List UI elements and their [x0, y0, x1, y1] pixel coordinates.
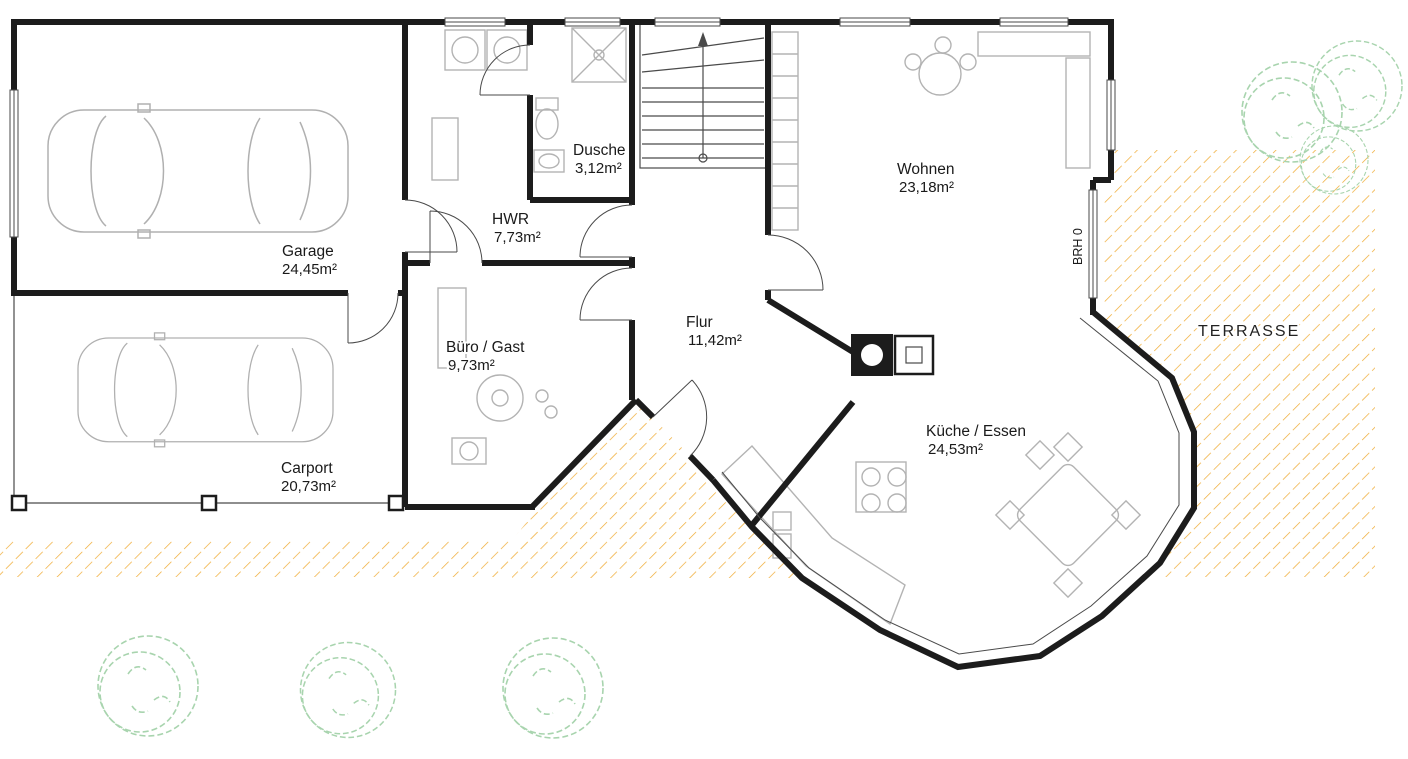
- buero-room-label: Büro / Gast: [446, 339, 525, 356]
- carport-structure: [10, 296, 405, 512]
- dusche-area-label: 3,12m²: [575, 160, 622, 177]
- furniture: [431, 27, 1142, 626]
- hwr-area-label: 7,73m²: [494, 229, 541, 246]
- garage-area-label: 24,45m²: [282, 261, 337, 278]
- wohnen-room-label: Wohnen: [897, 161, 954, 178]
- terrace-label: TERRASSE: [1198, 323, 1300, 340]
- buero-area-label: 9,73m²: [448, 357, 495, 374]
- doors: [347, 44, 824, 457]
- wohnen-area-label: 23,18m²: [899, 179, 954, 196]
- tree-icon: [502, 637, 604, 739]
- building-floor: [14, 22, 1194, 667]
- flur-room-label: Flur: [686, 314, 713, 331]
- chimney: [851, 334, 935, 376]
- tree-icon: [1311, 40, 1403, 132]
- hwr-room-label: HWR: [492, 211, 529, 228]
- carport-car: [77, 332, 334, 448]
- sill-height-annotation: BRH 0: [1071, 228, 1085, 265]
- garage-room-label: Garage: [282, 243, 334, 260]
- flur-area-label: 11,42m²: [688, 332, 742, 349]
- windows: [9, 17, 1180, 655]
- kueche-area-label: 24,53m²: [928, 441, 983, 458]
- kueche-room-label: Küche / Essen: [926, 423, 1026, 440]
- carport-area-label: 20,73m²: [281, 478, 336, 495]
- tree-icon: [299, 641, 397, 739]
- tree-icon: [97, 635, 199, 737]
- dusche-room-label: Dusche: [573, 142, 626, 159]
- carport-room-label: Carport: [281, 460, 333, 477]
- room-labels: Garage 24,45m² Carport 20,73m² HWR 7,73m…: [279, 140, 1300, 497]
- walls: [11, 19, 1197, 671]
